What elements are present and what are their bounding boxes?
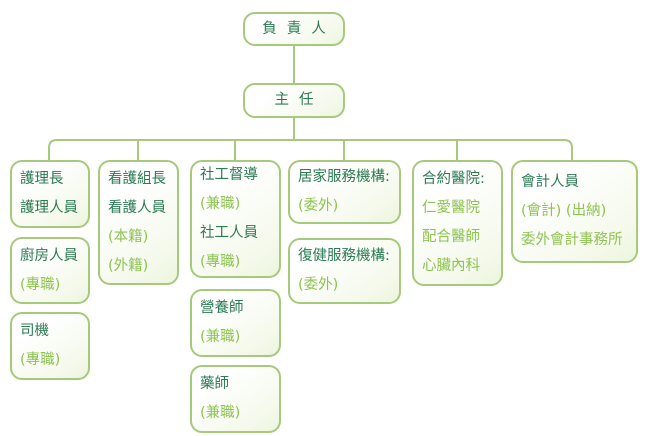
node-homecare-line: (委外) <box>298 198 339 214</box>
connector-trunk <box>48 139 573 160</box>
node-pharmacist-line: 藥師 <box>200 376 229 392</box>
node-accounting-line: 會計人員 <box>521 174 579 190</box>
node-caregivers-line: 看護人員 <box>108 199 166 216</box>
node-kitchen: 廚房人員 (專職) <box>10 237 90 304</box>
node-rehab-line: (委外) <box>298 277 339 293</box>
node-dietitian: 營養師 (兼職) <box>190 289 281 357</box>
node-pharmacist-line: (兼職) <box>200 405 241 421</box>
node-kitchen-line: (專職) <box>20 276 61 293</box>
node-caregivers-line: 看護組長 <box>108 170 166 187</box>
node-director: 主任 <box>243 83 345 118</box>
node-owner-label: 負責人 <box>262 20 336 37</box>
node-accounting-line: (會計) (出納) <box>521 203 607 219</box>
node-accounting: 會計人員 (會計) (出納) 委外會計事務所 <box>511 160 638 263</box>
node-rehab-line: 復健服務機構: <box>298 248 390 264</box>
node-driver: 司機 (專職) <box>10 312 90 380</box>
node-social-work-line: (兼職) <box>200 196 241 212</box>
node-hospital-line: 合約醫院: <box>422 171 485 187</box>
node-kitchen-line: 廚房人員 <box>20 247 78 264</box>
node-homecare-line: 居家服務機構: <box>298 169 390 185</box>
node-social-work: 社工督導 (兼職) 社工人員 (專職) <box>190 160 281 278</box>
node-nursing-line: 護理人員 <box>20 200 78 216</box>
node-driver-line: (專職) <box>20 352 61 368</box>
node-hospital-line: 心臟內科 <box>422 258 480 274</box>
node-accounting-line: 委外會計事務所 <box>521 232 623 248</box>
node-homecare: 居家服務機構: (委外) <box>288 160 401 224</box>
node-caregivers-line: (外籍) <box>108 257 149 274</box>
node-caregivers: 看護組長 看護人員 (本籍) (外籍) <box>98 160 179 285</box>
node-caregivers-line: (本籍) <box>108 228 149 245</box>
node-rehab: 復健服務機構: (委外) <box>288 238 401 304</box>
node-social-work-line: 社工督導 <box>200 167 258 183</box>
node-dietitian-line: (兼職) <box>200 329 241 345</box>
node-driver-line: 司機 <box>20 323 49 339</box>
node-director-label: 主任 <box>274 92 324 108</box>
node-pharmacist: 藥師 (兼職) <box>190 365 281 433</box>
node-hospital-line: 仁愛醫院 <box>422 200 480 216</box>
node-dietitian-line: 營養師 <box>200 300 244 316</box>
node-nursing: 護理長 護理人員 <box>10 160 90 228</box>
node-hospital-line: 配合醫師 <box>422 229 480 245</box>
node-hospital: 合約醫院: 仁愛醫院 配合醫師 心臟內科 <box>412 160 503 286</box>
node-social-work-line: 社工人員 <box>200 225 258 241</box>
node-nursing-line: 護理長 <box>20 171 64 187</box>
node-owner: 負責人 <box>243 12 345 46</box>
node-social-work-line: (專職) <box>200 254 241 270</box>
